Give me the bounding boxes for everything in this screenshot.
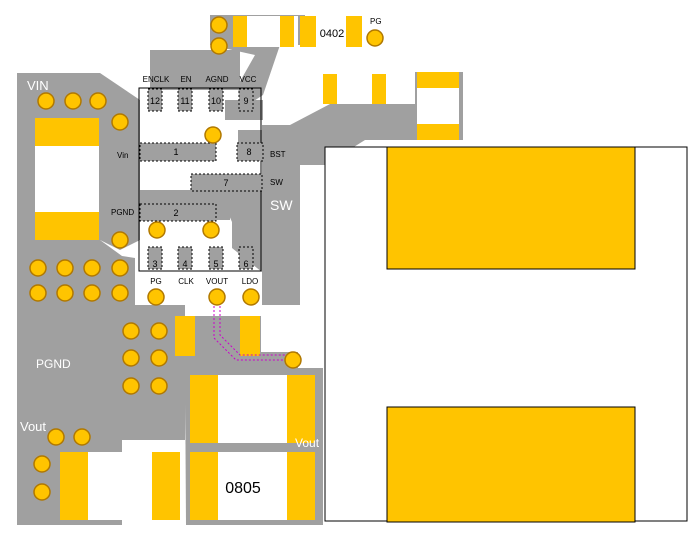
pin-label-pg: PG [150,277,162,286]
inductor-pad-bottom [386,406,636,523]
vout-resistor [175,316,261,356]
cap-0402-top-right [300,16,362,47]
via [122,322,140,340]
via [284,351,302,369]
via [147,288,165,306]
via [148,221,166,239]
cap-0402-top-left [233,16,298,47]
via [29,284,47,302]
pin-number-10: 10 [211,96,221,106]
pad-number-8: 8 [246,147,251,157]
pin-label-enclk: ENCLK [143,75,170,84]
pin-number-11: 11 [180,96,189,106]
pad-number-2: 2 [173,208,178,218]
pin-label-ldo: LDO [242,277,258,286]
via [204,126,222,144]
via [150,322,168,340]
ic-bottom-pads [147,246,254,270]
via [208,288,226,306]
via [122,377,140,395]
via [33,455,51,473]
via [366,29,384,47]
cout-top-center [190,375,315,443]
package-0402-label: 0402 [320,28,344,40]
via [202,221,220,239]
pad-number-1: 1 [173,147,178,157]
pin-label-vin: Vin [117,151,128,160]
via [83,284,101,302]
net-label-sw: SW [270,197,293,213]
via [73,428,91,446]
via [242,288,260,306]
via [111,259,129,277]
sense-trace [213,302,295,361]
via [210,16,228,34]
net-label-vin: VIN [27,78,49,93]
via [210,37,228,55]
pin-label-vcc: VCC [240,75,257,84]
pin-label-sw: SW [270,178,283,187]
via [89,92,107,110]
enclk-trace [150,50,240,90]
vias [29,16,384,501]
via [150,377,168,395]
ic-top-pads [147,88,254,112]
net-label-pgnd: PGND [36,357,71,371]
pin-label-clk: CLK [178,277,194,286]
pin-number-9: 9 [243,96,248,106]
pin-number-5: 5 [213,259,218,269]
net-label-vout-right: Vout [295,436,320,450]
via [56,284,74,302]
via [122,349,140,367]
package-0805-label: 0805 [225,480,261,497]
net-label-vout-left: Vout [20,419,46,434]
via [111,284,129,302]
ic-pad-sw [190,173,263,192]
ic-pad-bst [236,142,264,162]
vin-capacitor [35,118,99,240]
cap-bst [323,74,387,104]
pin-label-en: EN [180,75,191,84]
pin-label-bst: BST [270,150,286,159]
via [111,231,129,249]
via [29,259,47,277]
via [150,349,168,367]
pin-label-agnd: AGND [205,75,228,84]
sense-trace-2 [219,302,295,356]
via [64,92,82,110]
ic-pad-pgnd [139,203,217,222]
pin-label-vout: VOUT [206,277,228,286]
via [56,259,74,277]
via [111,113,129,131]
pad-number-7: 7 [223,178,228,188]
inductor-pad-top [386,146,636,270]
cap-vertical-right [417,72,459,140]
pin-number-6: 6 [243,259,248,269]
cout-bottom-left [60,452,180,520]
via [33,483,51,501]
net-label-pg-top: PG [370,17,382,26]
pin-number-12: 12 [150,96,160,106]
pin-label-pgnd: PGND [111,208,134,217]
pin-number-4: 4 [182,259,187,269]
via [47,428,65,446]
via [83,259,101,277]
via [37,92,55,110]
pin-number-3: 3 [152,259,157,269]
cout-bottom-center [190,452,315,520]
ic-pad-vin [139,142,217,162]
